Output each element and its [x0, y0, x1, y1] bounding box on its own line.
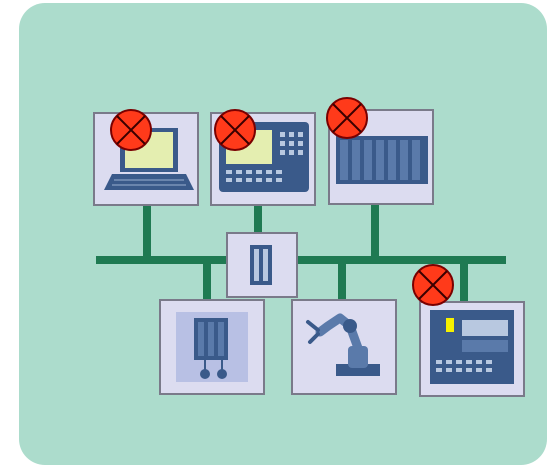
fault-marker-laptop — [110, 109, 152, 151]
bus-drop-drive-controller — [460, 260, 468, 306]
device-plc-rack[interactable] — [328, 109, 434, 205]
bus-main-line — [96, 256, 506, 264]
io-module-icon — [176, 312, 248, 382]
device-network-switch[interactable] — [226, 232, 298, 298]
bus-drop-plc-rack — [371, 204, 379, 260]
drive-controller-icon — [430, 310, 514, 384]
device-io-module[interactable] — [159, 299, 265, 395]
robot-arm-icon — [306, 313, 380, 376]
switch-icon — [250, 245, 272, 285]
device-robot-arm[interactable] — [291, 299, 397, 395]
device-drive-controller[interactable] — [419, 301, 525, 397]
fault-marker-drive-controller — [412, 264, 454, 306]
bus-drop-robot-arm — [338, 260, 346, 306]
bus-drop-io-module — [203, 260, 211, 306]
fault-marker-plc-rack — [326, 97, 368, 139]
bus-drop-laptop — [143, 204, 151, 260]
fault-marker-operator-panel — [214, 109, 256, 151]
plc-rack-icon — [336, 136, 428, 184]
